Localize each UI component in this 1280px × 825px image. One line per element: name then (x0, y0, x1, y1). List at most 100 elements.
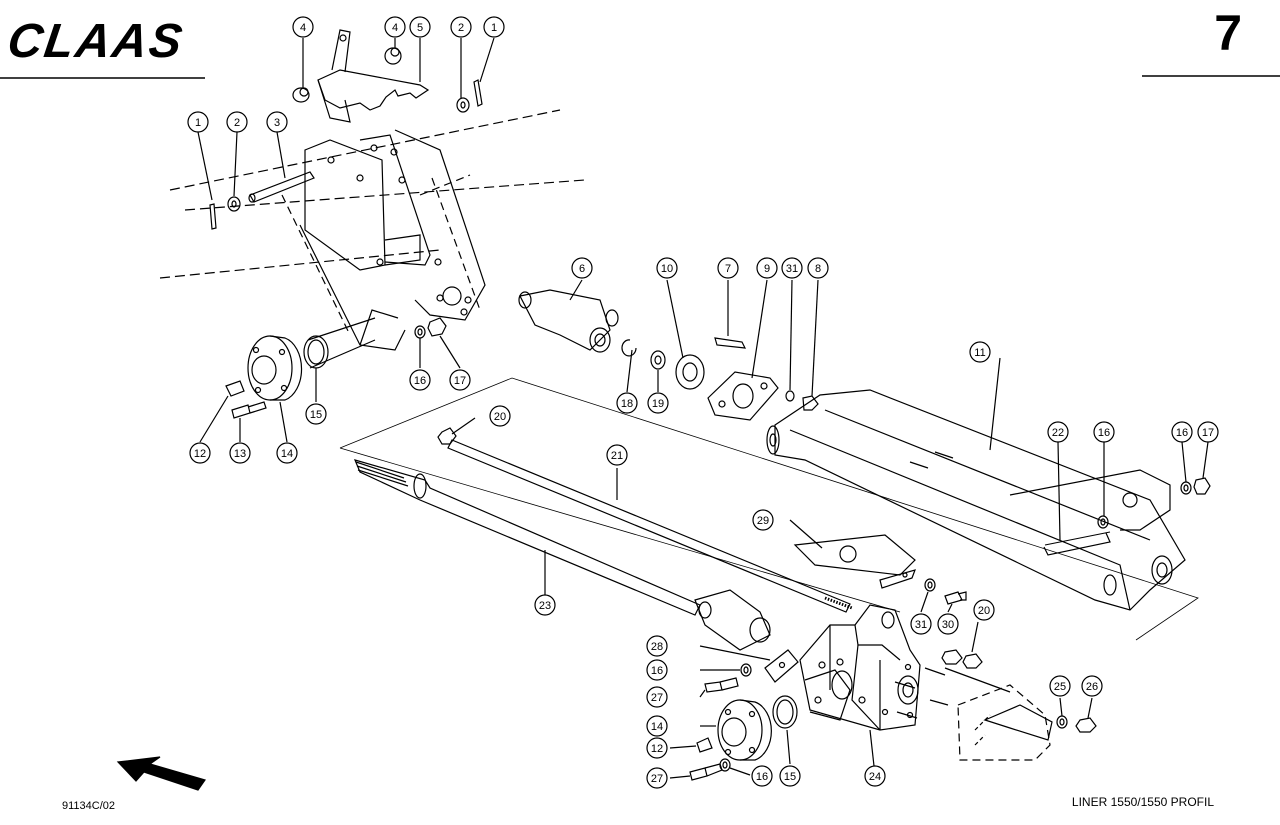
callout-22: 22 (1047, 421, 1069, 443)
callout-circle (969, 341, 991, 363)
callout-circle (910, 613, 932, 635)
callout-21: 21 (606, 444, 628, 466)
callout-label: 25 (1054, 681, 1066, 693)
callout-label: 27 (651, 773, 663, 785)
callout-circle (717, 257, 739, 279)
callout-label: 10 (661, 263, 673, 275)
callout-16: 16 (1093, 421, 1115, 443)
callout-11: 11 (969, 341, 991, 363)
bearing-group (518, 279, 819, 421)
gearbox-group (669, 604, 1011, 781)
callout-label: 8 (815, 263, 821, 275)
callout-label: 31 (915, 619, 927, 631)
callout-14: 14 (646, 715, 668, 737)
callout-label: 12 (194, 448, 206, 460)
callout-20: 20 (489, 405, 511, 427)
callout-label: 14 (281, 448, 293, 460)
callout-20: 20 (973, 599, 995, 621)
direction-arrow-icon (116, 756, 206, 791)
callout-17: 17 (1197, 421, 1219, 443)
callout-16: 16 (751, 765, 773, 787)
callout-circle (864, 765, 886, 787)
callout-circle (489, 405, 511, 427)
callout-23: 23 (534, 594, 556, 616)
callout-6: 6 (571, 257, 593, 279)
callout-circle (226, 111, 248, 133)
callout-2: 2 (450, 16, 472, 38)
callout-label: 5 (417, 22, 423, 34)
callout-circle (646, 715, 668, 737)
callout-10: 10 (656, 257, 678, 279)
callout-7: 7 (717, 257, 739, 279)
callout-label: 1 (491, 22, 497, 34)
callout-label: 4 (392, 22, 398, 34)
callout-label: 30 (942, 619, 954, 631)
callout-label: 2 (234, 117, 240, 129)
callout-3: 3 (266, 111, 288, 133)
callout-circle (751, 765, 773, 787)
document-code: 91134C/02 (62, 800, 116, 812)
callout-label: 16 (651, 665, 663, 677)
callout-30: 30 (937, 613, 959, 635)
callout-29: 29 (752, 509, 774, 531)
callout-16: 16 (1171, 421, 1193, 443)
callout-circle (292, 16, 314, 38)
callout-label: 12 (651, 743, 663, 755)
callout-circle (450, 16, 472, 38)
callout-2: 2 (226, 111, 248, 133)
callout-5: 5 (409, 16, 431, 38)
callout-circle (1093, 421, 1115, 443)
callout-label: 2 (458, 22, 464, 34)
latch-assembly (159, 29, 586, 351)
callout-circle (752, 509, 774, 531)
callout-circle (409, 16, 431, 38)
callout-4: 4 (292, 16, 314, 38)
callout-circle (1197, 421, 1219, 443)
callout-circle (1171, 421, 1193, 443)
callout-label: 1 (195, 117, 201, 129)
callout-1: 1 (187, 111, 209, 133)
callout-circle (409, 369, 431, 391)
callout-circle (616, 392, 638, 414)
callout-circle (807, 257, 829, 279)
callout-circle (1081, 675, 1103, 697)
callout-label: 7 (725, 263, 731, 275)
callout-8: 8 (807, 257, 829, 279)
callout-24: 24 (864, 765, 886, 787)
callout-19: 19 (647, 392, 669, 414)
callout-label: 18 (621, 398, 633, 410)
callout-label: 21 (611, 450, 623, 462)
callout-label: 9 (764, 263, 770, 275)
callout-circle (973, 599, 995, 621)
callout-circle (647, 392, 669, 414)
shafts (339, 377, 1199, 651)
callout-circle (483, 16, 505, 38)
callout-circle (1049, 675, 1071, 697)
callout-27: 27 (646, 767, 668, 789)
callout-label: 15 (310, 409, 322, 421)
callout-label: 17 (454, 375, 466, 387)
callout-label: 14 (651, 721, 663, 733)
callout-15: 15 (779, 765, 801, 787)
callout-15: 15 (305, 403, 327, 425)
callout-circle (187, 111, 209, 133)
callout-31: 31 (910, 613, 932, 635)
callout-label: 16 (1176, 427, 1188, 439)
callout-26: 26 (1081, 675, 1103, 697)
callout-label: 27 (651, 692, 663, 704)
callout-circle (937, 613, 959, 635)
callout-circle (646, 767, 668, 789)
callout-31: 31 (781, 257, 803, 279)
page-number: 7 (1214, 5, 1242, 61)
frame-lines (0, 75, 1280, 79)
callout-label: 20 (978, 605, 990, 617)
callout-14: 14 (276, 442, 298, 464)
callout-circle (189, 442, 211, 464)
callout-label: 23 (539, 600, 551, 612)
callout-25: 25 (1049, 675, 1071, 697)
callout-4: 4 (384, 16, 406, 38)
callout-circle (646, 635, 668, 657)
callout-circle (606, 444, 628, 466)
callout-circle (646, 737, 668, 759)
